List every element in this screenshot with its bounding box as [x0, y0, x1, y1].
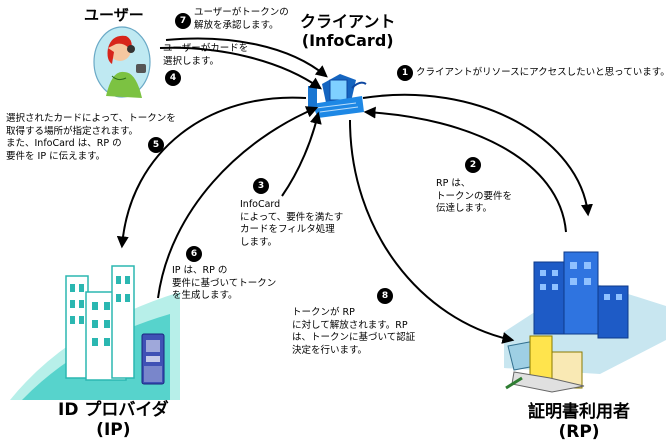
step-6-badge: 6: [186, 246, 202, 262]
ip-title: ID プロバイダ (IP): [58, 400, 169, 441]
ip-label-line1: ID プロバイダ: [58, 400, 169, 420]
arrow-step-7: [165, 37, 328, 78]
step-5-badge: 5: [148, 137, 164, 153]
arrow-step-5: [116, 96, 307, 249]
step-8-badge: 8: [377, 288, 393, 304]
arrow-step-6: [157, 106, 319, 299]
step-8-text: トークンが RP に対して解放されます。RP は、トークンに基づいて認証 決定を…: [292, 307, 416, 356]
user-label: ユーザー: [84, 6, 144, 24]
step-6-text: IP は、RP の 要件に基づいてトークン を生成します。: [172, 265, 277, 301]
step-1-badge: 1: [397, 65, 413, 81]
arrow-step-3: [281, 111, 322, 197]
client-title: クライアント (InfoCard): [300, 12, 395, 50]
arrow-step-8: [349, 119, 515, 344]
step-5-text: 選択されたカードによって、トークンを 取得する場所が指定されます。 また、Inf…: [6, 113, 176, 162]
arrow-step-2: [363, 106, 567, 233]
rp-title: 証明書利用者 (RP): [528, 402, 630, 443]
client-label-line2: (InfoCard): [301, 31, 394, 51]
rp-building-illustration: [504, 251, 666, 393]
step-7-text: ユーザーがトークンの 解放を承認します。: [194, 7, 289, 31]
ip-label-line2: (IP): [96, 420, 131, 441]
step-2-badge: 2: [465, 157, 481, 173]
step-7-badge: 7: [175, 13, 191, 29]
step-3-text: InfoCard によって、要件を満たす カードをフィルタ処理 します。: [240, 199, 344, 248]
arrow-step-4: [159, 46, 322, 90]
user-title: ユーザー: [84, 6, 144, 24]
step-1-text: クライアントがリソースにアクセスしたいと思っています。: [416, 67, 669, 78]
arrow-step-1: [362, 93, 593, 217]
ip-building-illustration: [10, 265, 180, 400]
step-4-badge: 4: [165, 70, 181, 86]
user-illustration: [93, 26, 151, 98]
step-4-text: ユーザーがカードを 選択します。: [163, 43, 249, 67]
step-3-badge: 3: [253, 178, 269, 194]
step-2-text: RP は、 トークンの要件を 伝達します。: [436, 178, 513, 214]
rp-label-line1: 証明書利用者: [528, 402, 630, 422]
rp-label-line2: (RP): [558, 422, 600, 443]
client-label-line1: クライアント: [300, 12, 396, 31]
client-computer-illustration: [308, 74, 367, 118]
arrows: [116, 37, 593, 344]
